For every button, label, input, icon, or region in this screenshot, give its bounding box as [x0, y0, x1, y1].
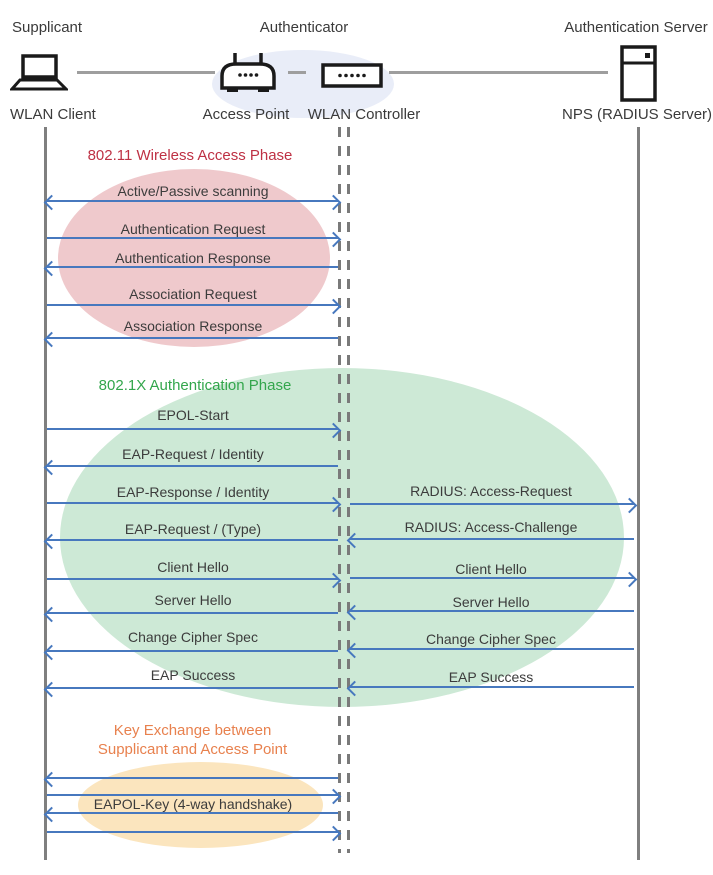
label-nps-radius-server: NPS (RADIUS Server): [562, 106, 713, 123]
message-label: Authentication Response: [115, 250, 271, 266]
message-arrow-left: [346, 604, 634, 620]
message-label: Server Hello: [154, 592, 232, 608]
message-label: Change Cipher Spec: [128, 629, 258, 645]
message-label: Association Request: [129, 286, 257, 302]
message-label: RADIUS: Access-Request: [410, 483, 572, 499]
lifeline-supplicant: [44, 127, 47, 860]
handshake-arrow-left: [43, 771, 338, 787]
message-label: Client Hello: [157, 559, 229, 575]
connector-dash: [288, 71, 306, 74]
message-arrow-right: [47, 231, 342, 247]
phase2-title: 802.1X Authentication Phase: [98, 377, 292, 394]
message-label: EAP-Response / Identity: [116, 484, 270, 500]
phase3-ellipse: [78, 762, 323, 848]
message-arrow-left: [346, 532, 634, 548]
controller-box-icon: [321, 63, 383, 93]
message-arrow-left: [43, 606, 338, 622]
message-arrow-right: [47, 298, 342, 314]
server-tower-icon: [620, 45, 658, 108]
handshake-arrow-left: [43, 806, 338, 822]
arrowhead-right: [621, 497, 638, 513]
label-wlan-client: WLAN Client: [10, 106, 96, 123]
message-arrow-left: [346, 642, 634, 658]
wireless-router-icon: [219, 51, 277, 98]
message-label: EAP-Request / Identity: [122, 446, 264, 462]
message-label: EAPOL-Key (4-way handshake): [93, 796, 293, 812]
laptop-icon: [8, 54, 70, 97]
message-label: Client Hello: [455, 561, 527, 577]
message-arrow-right: [350, 497, 638, 513]
message-label: Authentication Request: [120, 221, 266, 237]
message-arrow-left: [43, 533, 338, 549]
message-arrow-right: [350, 571, 638, 587]
lifeline-authenticator-right: [347, 127, 350, 853]
message-arrow-bidirectional: [43, 194, 342, 210]
lifeline-authentication-server: [637, 127, 640, 860]
message-arrow-left: [346, 680, 634, 696]
message-arrow-left: [43, 644, 338, 660]
message-arrow-left: [43, 681, 338, 697]
message-label: Server Hello: [452, 594, 530, 610]
message-arrow-left: [43, 459, 338, 475]
message-arrow-right: [47, 572, 342, 588]
phase1-ellipse: [58, 169, 330, 347]
message-arrow-left: [43, 260, 338, 276]
message-label: Change Cipher Spec: [426, 631, 556, 647]
actor-title-supplicant: Supplicant: [12, 19, 83, 36]
lifeline-authenticator-left: [338, 127, 341, 853]
phase3-title-line1: Key Exchange between: [113, 722, 272, 739]
message-label: EAP-Request / (Type): [124, 521, 262, 537]
actor-title-authentication-server: Authentication Server: [564, 19, 708, 36]
handshake-arrow-right: [47, 788, 342, 804]
message-label: Association Response: [123, 318, 263, 334]
message-label: RADIUS: Access-Challenge: [404, 519, 578, 535]
actor-title-authenticator: Authenticator: [259, 19, 349, 36]
message-label: EAP Success: [448, 669, 534, 685]
message-label: Active/Passive scanning: [117, 183, 269, 199]
handshake-arrow-right: [47, 825, 342, 841]
message-arrow-right: [47, 422, 342, 438]
message-label: EPOL-Start: [157, 407, 229, 423]
connector-line: [77, 71, 215, 74]
label-access-point: Access Point: [202, 106, 290, 123]
message-label: EAP Success: [150, 667, 236, 683]
phase1-title: 802.11 Wireless Access Phase: [87, 147, 293, 164]
message-arrow-left: [43, 331, 338, 347]
label-wlan-controller: WLAN Controller: [307, 106, 421, 123]
message-arrow-right: [47, 496, 342, 512]
phase3-title-line2: Supplicant and Access Point: [97, 741, 288, 758]
connector-line: [389, 71, 608, 74]
